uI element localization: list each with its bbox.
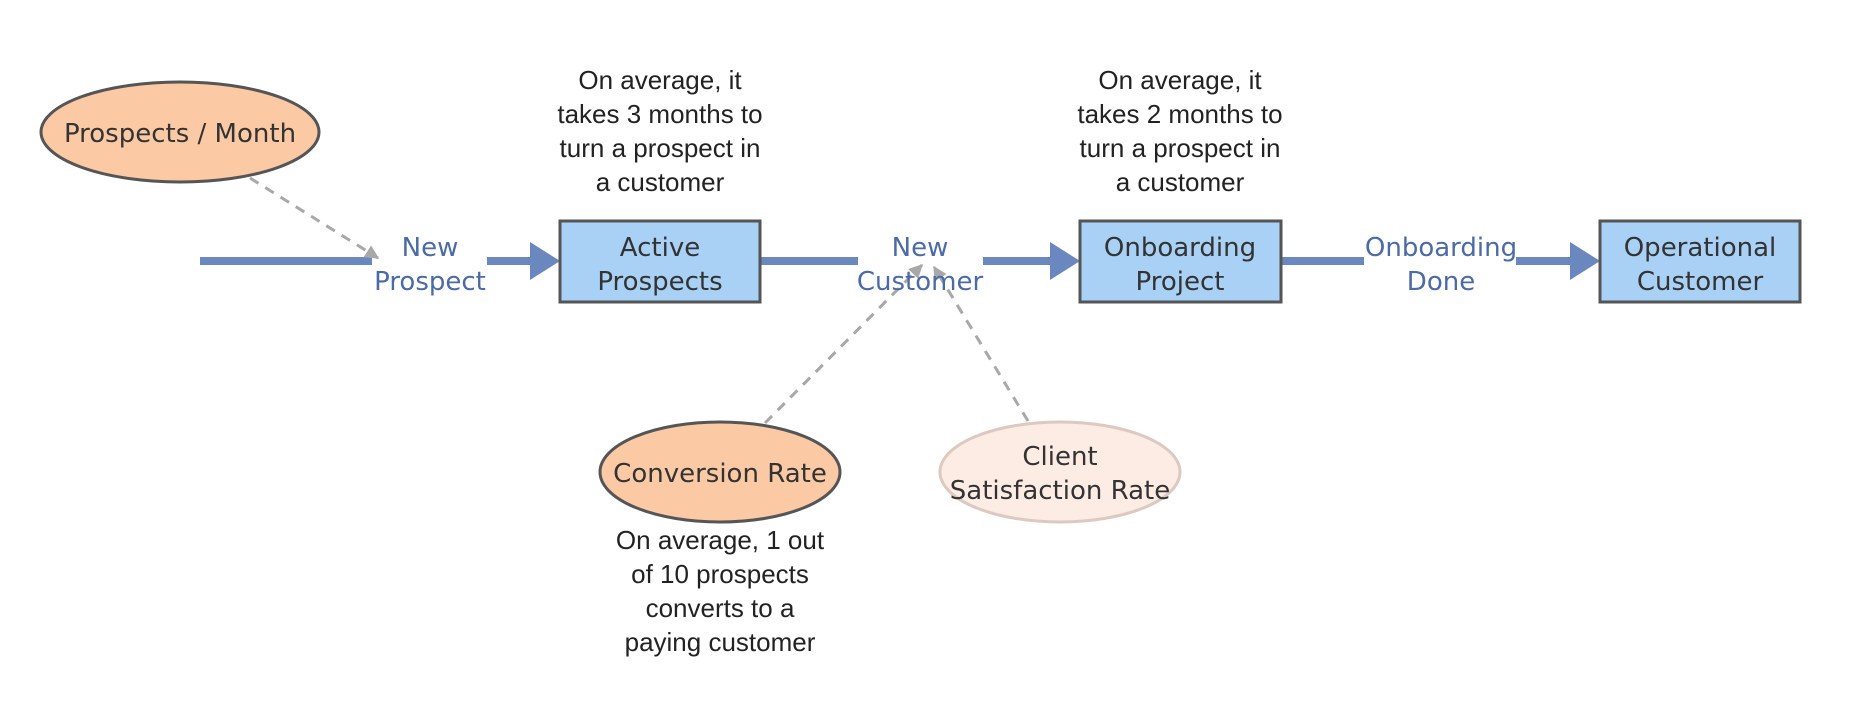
flow-pipes [200, 242, 1600, 280]
stock-label-line1: Operational [1624, 233, 1777, 263]
flow-arrow-new-customer [1050, 242, 1080, 280]
stock-label-line1: Onboarding [1104, 233, 1256, 263]
influence-links [249, 176, 1030, 425]
flow-label-line1: New [402, 233, 459, 263]
flow-label-line1: Onboarding [1365, 233, 1517, 263]
note-line: a customer [596, 167, 725, 197]
note-onboarding: On average, it takes 2 months to turn a … [1077, 65, 1282, 197]
note-line: turn a prospect in [1080, 133, 1281, 163]
note-line: On average, 1 out [616, 525, 825, 555]
note-line: of 10 prospects [631, 559, 809, 589]
flow-label-line2: Prospect [374, 267, 486, 297]
stock-label-line2: Project [1136, 267, 1225, 297]
flow-label-new-customer[interactable]: New Customer [857, 233, 984, 297]
note-line: paying customer [625, 627, 816, 657]
stock-label-line2: Customer [1637, 267, 1764, 297]
stock-label-line1: Active [620, 233, 700, 263]
input-client-satisfaction-rate[interactable]: Client Satisfaction Rate [938, 420, 1182, 524]
input-conversion-rate[interactable]: Conversion Rate [598, 420, 842, 524]
note-line: converts to a [646, 593, 795, 623]
input-prospects-per-month[interactable]: Prospects / Month [39, 80, 321, 184]
flow-arrow-onboarding-done [1570, 242, 1600, 280]
flow-arrow-new-prospect [530, 242, 560, 280]
note-line: On average, it [1098, 65, 1262, 95]
note-line: On average, it [578, 65, 742, 95]
input-label-line1: Client [1022, 442, 1097, 472]
flow-label-line2: Done [1407, 267, 1475, 297]
stock-label-line2: Prospects [597, 267, 722, 297]
note-active-prospects: On average, it takes 3 months to turn a … [557, 65, 762, 197]
input-label: Conversion Rate [613, 459, 827, 489]
note-line: takes 3 months to [557, 99, 762, 129]
input-label: Prospects / Month [64, 119, 296, 149]
link-prospects-to-new-prospect [249, 176, 380, 260]
stock-operational-customer[interactable]: Operational Customer [1598, 219, 1802, 304]
note-line: takes 2 months to [1077, 99, 1282, 129]
link-conversion-to-new-customer [763, 263, 924, 425]
link-satisfaction-to-new-customer [932, 265, 1030, 422]
flow-label-onboarding-done[interactable]: Onboarding Done [1365, 233, 1517, 297]
note-conversion: On average, 1 out of 10 prospects conver… [616, 525, 825, 657]
input-label-line2: Satisfaction Rate [950, 476, 1170, 506]
note-line: a customer [1116, 167, 1245, 197]
flow-label-new-prospect[interactable]: New Prospect [374, 233, 486, 297]
stock-active-prospects[interactable]: Active Prospects [558, 219, 762, 304]
stock-onboarding-project[interactable]: Onboarding Project [1078, 219, 1283, 304]
flow-label-line1: New [892, 233, 949, 263]
note-line: turn a prospect in [560, 133, 761, 163]
flow-label-line2: Customer [857, 267, 984, 297]
